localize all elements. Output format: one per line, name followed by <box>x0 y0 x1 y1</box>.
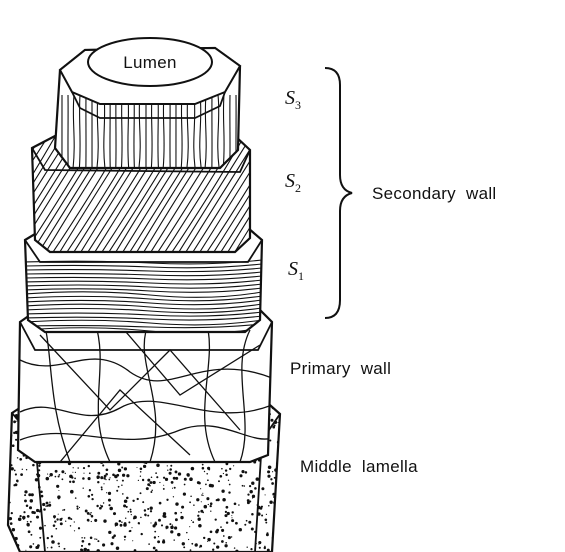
s3-label: S3 <box>285 87 301 112</box>
middle-lamella-label: Middle lamella <box>300 457 418 476</box>
lumen: Lumen <box>88 38 212 86</box>
s2-label: S2 <box>285 170 301 195</box>
primary-wall-label: Primary wall <box>290 359 391 378</box>
secondary-wall-brace <box>325 68 352 318</box>
s1-label: S1 <box>288 258 304 283</box>
lumen-label: Lumen <box>123 53 176 72</box>
secondary-wall-label: Secondary wall <box>372 184 497 203</box>
